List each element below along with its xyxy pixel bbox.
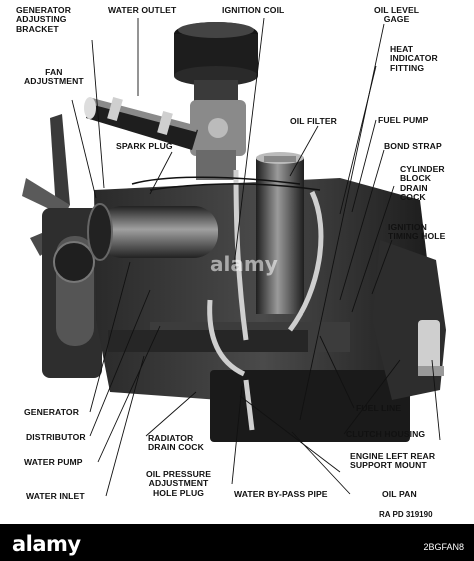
front-cover	[42, 208, 102, 378]
label-oil-pan: OIL PAN	[382, 489, 417, 499]
label-oil-filter: OIL FILTER	[290, 116, 337, 126]
figure-code: RA PD 319190	[379, 510, 433, 519]
pipes	[207, 169, 324, 431]
footer-brand-logo: alamy	[12, 532, 81, 556]
label-water-outlet: WATER OUTLET	[108, 5, 177, 15]
watermark: alamy	[210, 252, 278, 276]
label-water-inlet: WATER INLET	[26, 491, 85, 501]
label-water-by-pass-pipe: WATER BY-PASS PIPE	[234, 489, 328, 499]
label-water-pump: WATER PUMP	[24, 457, 83, 467]
spark-wires	[131, 176, 321, 191]
clutch-housing-shape	[372, 240, 446, 400]
label-oil-level-gage: OIL LEVEL GAGE	[374, 5, 420, 25]
label-fan-adjustment: FAN ADJUSTMENT	[24, 67, 84, 87]
label-fuel-line: FUEL LINE	[356, 403, 402, 413]
label-heat-indicator-fitting: HEAT INDICATOR FITTING	[390, 44, 438, 73]
oil-filter-canister	[256, 152, 304, 314]
carburetor	[190, 100, 246, 180]
engine-illustration	[22, 17, 446, 497]
label-generator-adjusting-bracket: GENERATOR ADJUSTING BRACKET	[16, 5, 72, 34]
label-spark-plug: SPARK PLUG	[116, 141, 173, 151]
water-outlet-hose	[84, 97, 198, 150]
air-cleaner	[174, 22, 258, 102]
label-clutch-housing: CLUTCH HOUSING	[346, 429, 426, 439]
label-fuel-pump-top: FUEL PUMP	[378, 115, 429, 125]
footer-stock-id: 2BGFAN8	[423, 542, 464, 552]
label-ignition-timing-hole: IGNITION TIMING HOLE	[388, 222, 446, 242]
figure-sheet: GENERATOR ADJUSTING BRACKET WATER OUTLET…	[0, 0, 474, 524]
label-ignition-coil: IGNITION COIL	[222, 5, 285, 15]
leader-lines	[71, 17, 441, 497]
label-oil-pressure-adjustment-hole-plug: OIL PRESSURE ADJUSTMENT HOLE PLUG	[146, 469, 212, 498]
label-distributor: DISTRIBUTOR	[26, 432, 86, 442]
label-radiator-drain-cock: RADIATOR DRAIN COCK	[148, 433, 204, 453]
label-cylinder-block-drain-cock: CYLINDER BLOCK DRAIN COCK	[400, 164, 445, 203]
label-bond-strap: BOND STRAP	[384, 141, 442, 151]
label-engine-left-rear-support-mount: ENGINE LEFT REAR SUPPORT MOUNT	[350, 451, 436, 471]
generator-unit	[87, 203, 218, 261]
label-generator: GENERATOR	[24, 407, 80, 417]
